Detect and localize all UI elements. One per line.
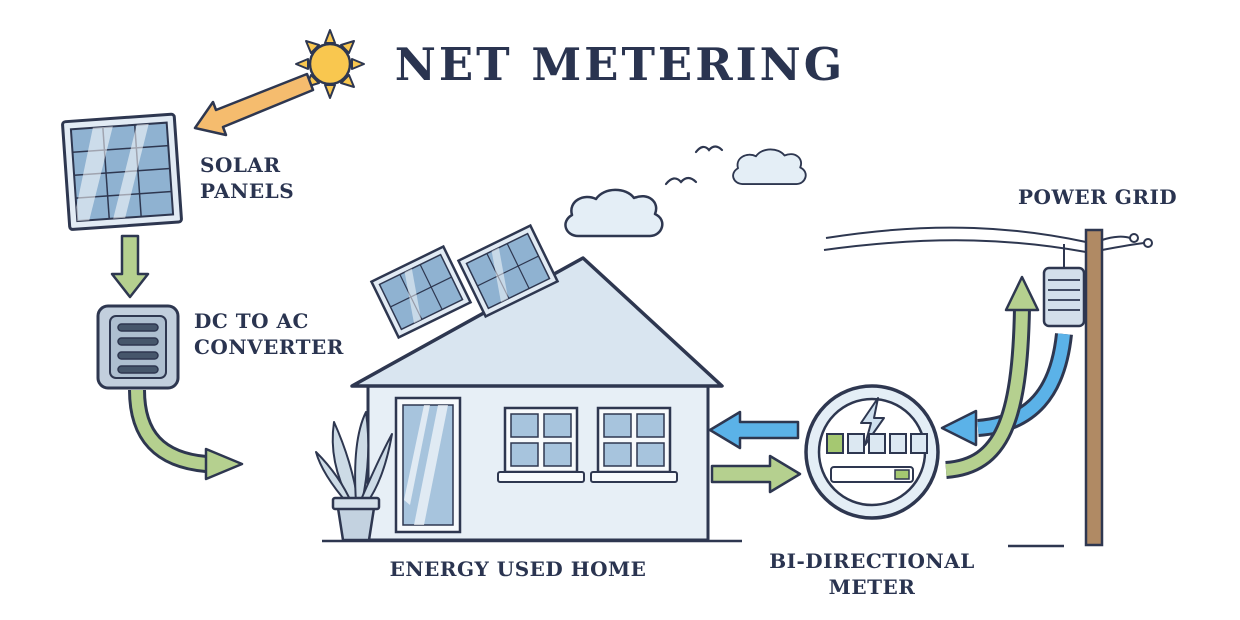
cloud-icon — [564, 188, 664, 238]
power-grid-illustration — [823, 226, 1153, 548]
potted-plant — [315, 411, 393, 542]
utility-pole — [1084, 228, 1104, 547]
birds — [664, 145, 724, 186]
panel-glare — [113, 123, 149, 219]
transformer-coils — [1048, 279, 1080, 311]
power-line — [825, 226, 1087, 243]
bird-icon — [664, 176, 698, 186]
energy-used-home-label: ENERGY USED HOME — [389, 557, 647, 581]
converter-vents — [117, 323, 159, 374]
sun-icon — [295, 29, 365, 99]
roof-solar-panel — [369, 244, 473, 340]
roof-solar-panel — [456, 223, 560, 319]
plant-leaf — [315, 451, 353, 505]
meter-to-home-arrow-blue — [708, 410, 800, 450]
plant-leaf — [354, 411, 370, 503]
panel-glare — [76, 126, 113, 222]
insulator-icon — [1129, 233, 1139, 243]
diagram-title: NET METERING — [394, 38, 846, 91]
window-sill — [497, 471, 585, 483]
power-line — [1101, 235, 1131, 241]
window-glare — [404, 405, 430, 505]
power-grid-label: POWER GRID — [1018, 185, 1178, 209]
plant-leaf — [359, 433, 393, 505]
solar-panels-label: SOLAR PANELS — [200, 153, 295, 203]
bi-directional-meter-label: BI-DIRECTIONAL METER — [769, 549, 975, 599]
meter-display-indicator — [894, 469, 910, 480]
meter-display — [830, 466, 914, 483]
panel-to-converter-arrow — [110, 234, 150, 299]
meter-to-grid-arrow-green — [945, 275, 1040, 479]
converter-to-home-arrow — [128, 389, 244, 481]
clouds — [564, 148, 807, 238]
house-illustration — [350, 223, 724, 542]
window-sill — [590, 471, 678, 483]
transformer — [1042, 266, 1086, 328]
window-glare — [414, 405, 448, 525]
power-line — [823, 239, 1087, 253]
plant-pot-rim — [331, 496, 381, 511]
insulator-icon — [1143, 238, 1153, 248]
panel-glare — [404, 268, 422, 324]
tall-window — [394, 396, 462, 534]
window — [497, 406, 585, 483]
plant-pot — [336, 506, 376, 542]
window — [590, 406, 678, 483]
solar-panel-illustration — [61, 112, 183, 231]
power-line — [1101, 242, 1145, 251]
bird-icon — [694, 145, 724, 154]
home-to-meter-arrow-green — [710, 454, 802, 494]
dc-converter-label: DC TO AC CONVERTER — [194, 309, 344, 359]
dc-ac-converter-illustration — [96, 304, 180, 390]
sun-to-panel-arrow — [193, 72, 315, 137]
grid-to-meter-arrow-blue — [940, 332, 1073, 447]
house-roof — [350, 256, 724, 388]
panel-glare — [491, 247, 509, 303]
meter-illustration — [804, 384, 940, 520]
cloud-icon — [732, 148, 807, 185]
meter-segments — [826, 433, 928, 454]
